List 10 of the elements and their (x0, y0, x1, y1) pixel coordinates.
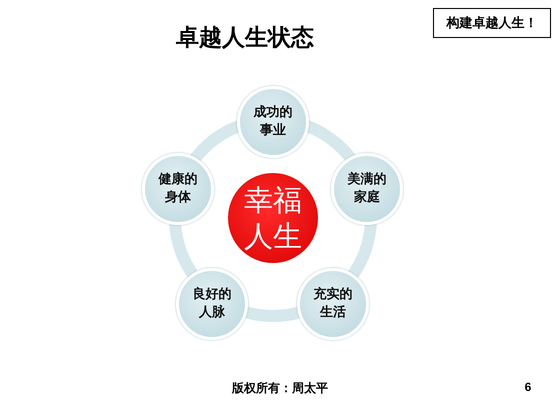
callout-box: 构建卓越人生！ (433, 8, 551, 38)
topic-circle: 充实的生活 (297, 268, 369, 340)
center-circle: 幸福人生 (225, 170, 321, 266)
topic-circle: 成功的事业 (237, 86, 309, 158)
topic-circle: 良好的人脉 (176, 268, 248, 340)
page-number: 6 (524, 380, 532, 396)
title: 卓越人生状态 (175, 23, 315, 53)
copyright-note: 版权所有：周太平 (230, 380, 329, 397)
topic-circle: 健康的身体 (142, 153, 214, 225)
topic-circle: 美满的家庭 (331, 153, 403, 225)
